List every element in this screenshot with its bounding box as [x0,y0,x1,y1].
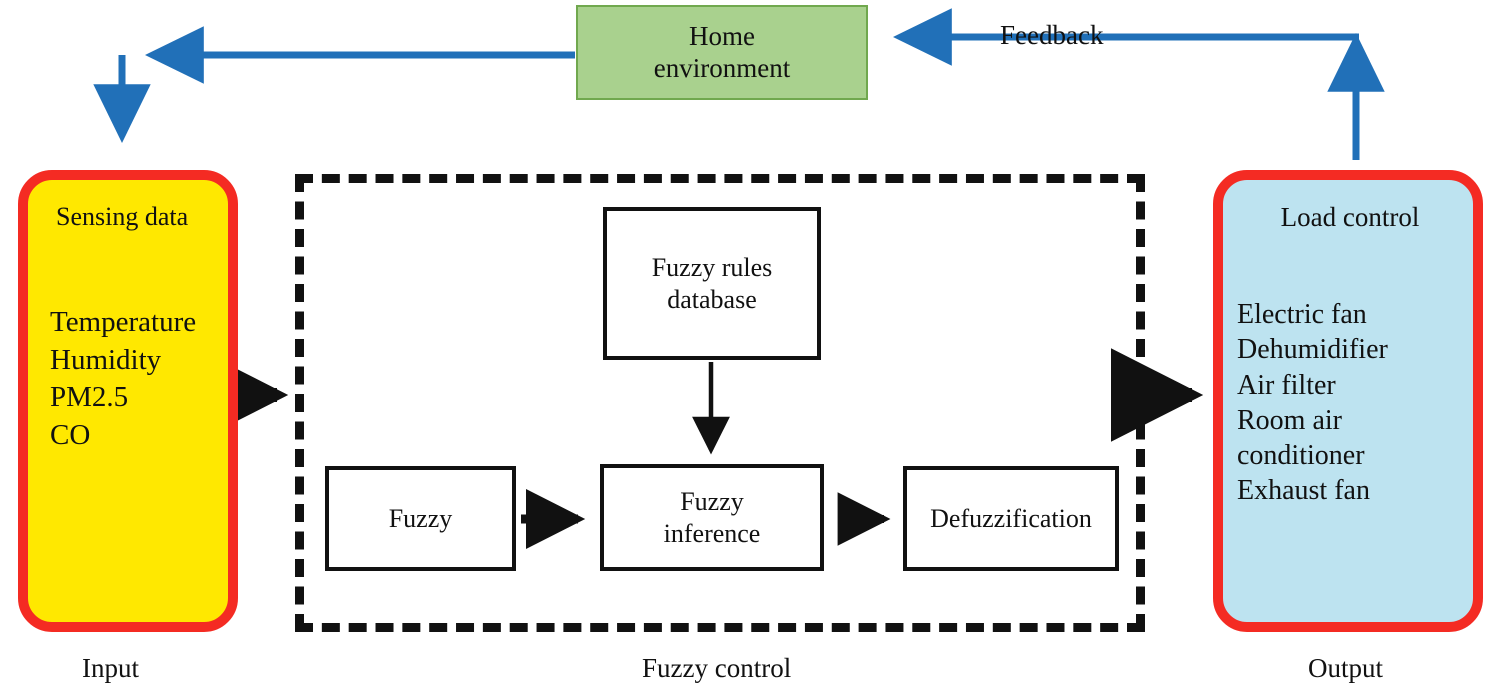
home-environment-line2: environment [653,52,791,83]
arrow-feedback-output-to-home [893,8,1385,160]
fuzzy-rules-database-line2: database [667,284,757,314]
fuzzy-inference-box: Fuzzy inference [600,464,824,571]
fuzzy-inference-line2: inference [663,518,761,548]
fuzzy-rules-database-box: Fuzzy rules database [603,207,821,360]
arrow-home-to-sensing [93,26,575,143]
home-environment-line1: Home [689,20,755,51]
fuzzy-control-caption: Fuzzy control [642,653,792,683]
sensing-data-title: Sensing data [56,202,189,231]
list-item: CO [50,419,91,452]
sensing-data-box: Sensing data Temperature Humidity PM2.5 … [18,170,238,632]
list-item: Electric fan [1237,299,1367,330]
list-item: Temperature [50,306,197,338]
home-environment-label: Home environment [654,21,790,85]
home-environment-box: Home environment [576,5,868,100]
fuzzy-control-region [295,174,1145,632]
list-item: Air filter [1237,369,1336,401]
load-control-box: Load control Electric fan Dehumidifier A… [1213,170,1483,632]
list-item: PM2.5 [50,381,129,414]
input-caption: Input [82,653,139,683]
sensing-data-list: Temperature Humidity PM2.5 CO [50,304,212,455]
list-item: Humidity [50,343,162,376]
defuzzification-box: Defuzzification [903,466,1119,571]
fuzzy-box: Fuzzy [325,466,516,571]
fuzzy-inference-label: Fuzzy inference [664,486,761,549]
fuzzy-label: Fuzzy [388,503,453,533]
feedback-label: Feedback [1000,20,1104,50]
fuzzy-rules-database-line1: Fuzzy rules [651,252,773,282]
defuzzification-label: Defuzzification [930,503,1092,533]
list-item: Room air conditioner [1237,404,1365,472]
list-item: Exhaust fan [1237,475,1370,507]
fuzzy-rules-database-label: Fuzzy rules database [652,252,773,315]
list-item: Dehumidifier [1237,334,1388,366]
load-control-title: Load control [1280,202,1420,232]
load-control-list: Electric fan Dehumidifier Air filter Roo… [1237,297,1463,509]
fuzzy-inference-line1: Fuzzy [680,486,744,516]
output-caption: Output [1308,653,1384,683]
